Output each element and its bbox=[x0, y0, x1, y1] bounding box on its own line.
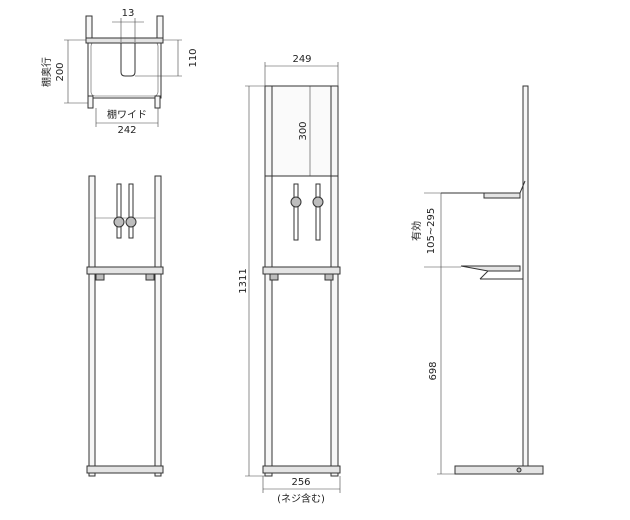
top-view: 13 棚奥行 200 110 棚ワイド 242 bbox=[40, 8, 199, 136]
profile-view-pole bbox=[522, 85, 529, 467]
top-view-tray bbox=[87, 37, 162, 99]
dim-shelf-width-label: 棚ワイド bbox=[107, 108, 147, 121]
dim-base-width-note: (ネジ含む) bbox=[277, 492, 325, 505]
panel-view: 249 300 1311 256 (ネジ含む) bbox=[238, 54, 341, 505]
panel-view-bracket-right bbox=[324, 273, 334, 281]
panel-view-shelf bbox=[262, 266, 341, 275]
panel-view-post-right bbox=[330, 85, 339, 477]
front-view-bracket-right bbox=[145, 273, 155, 281]
dim-effective-label: 有効 bbox=[410, 221, 423, 241]
panel-view-upper-panel bbox=[271, 85, 332, 177]
dim-shelf-width: 242 bbox=[117, 125, 136, 136]
front-view-post-left bbox=[88, 175, 96, 477]
top-view-slot bbox=[120, 43, 136, 77]
dim-shelf-depth-label: 棚奥行 bbox=[40, 57, 53, 87]
dim-panel-width: 249 bbox=[292, 54, 311, 65]
top-view-foot-left bbox=[87, 95, 94, 109]
profile-view: 有効 105~295 698 bbox=[410, 85, 544, 475]
top-view-tray-inner bbox=[90, 41, 159, 97]
dim-effective-range: 105~295 bbox=[426, 208, 437, 255]
panel-view-rod-right bbox=[315, 183, 321, 241]
dim-slot-depth: 110 bbox=[188, 48, 199, 67]
dim-shelf-height: 698 bbox=[428, 361, 439, 380]
profile-view-screw bbox=[516, 467, 522, 473]
panel-view-clip-right bbox=[312, 196, 324, 208]
profile-view-base bbox=[454, 465, 544, 475]
front-view-clip-right bbox=[125, 216, 137, 228]
profile-view-upper-arm bbox=[441, 180, 526, 194]
top-view-post-right bbox=[156, 15, 164, 41]
dim-base-width: 256 bbox=[291, 477, 310, 488]
top-view-foot-right bbox=[154, 95, 161, 109]
front-view-post-right bbox=[154, 175, 162, 477]
profile-view-shelf bbox=[460, 265, 521, 272]
profile-view-upper-bar bbox=[483, 192, 521, 199]
dim-panel-height: 300 bbox=[298, 121, 309, 140]
front-view bbox=[86, 175, 164, 477]
dim-shelf-depth: 200 bbox=[55, 62, 66, 81]
front-view-base bbox=[86, 465, 164, 474]
top-view-post-left bbox=[85, 15, 93, 41]
front-view-rod-right bbox=[128, 183, 134, 239]
panel-view-base bbox=[262, 465, 341, 474]
front-view-clip-left bbox=[113, 216, 125, 228]
panel-view-post-left bbox=[264, 85, 273, 477]
panel-view-rod-left bbox=[293, 183, 299, 241]
front-view-rod-left bbox=[116, 183, 122, 239]
dim-slot-width: 13 bbox=[122, 8, 135, 19]
top-view-back-bar bbox=[85, 37, 164, 44]
panel-view-clip-left bbox=[290, 196, 302, 208]
front-view-bracket-left bbox=[95, 273, 105, 281]
panel-view-bracket-left bbox=[269, 273, 279, 281]
dim-total-height: 1311 bbox=[238, 268, 249, 293]
front-view-shelf bbox=[86, 266, 164, 275]
